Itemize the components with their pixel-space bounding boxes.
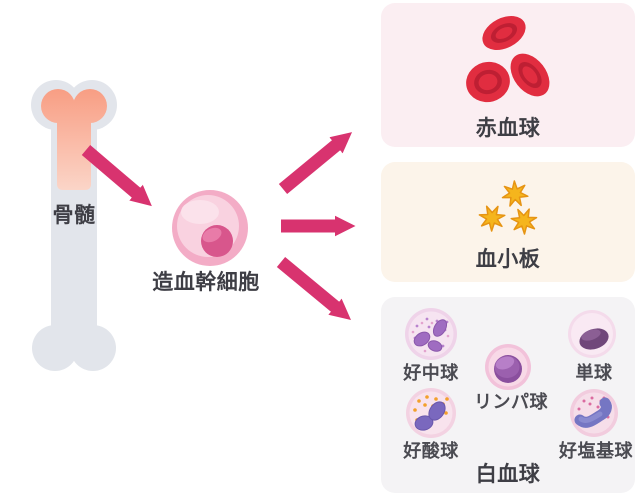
arrow-bone-to-stem-cell — [81, 145, 152, 207]
bone-marrow-icon — [41, 89, 107, 190]
monocyte-label: 単球 — [575, 363, 613, 383]
eosinophil-label: 好酸球 — [403, 441, 459, 461]
basophil-label: 好塩基球 — [559, 441, 633, 461]
bone-label: 骨髄 — [52, 204, 96, 227]
stem-cell-label: 造血幹細胞 — [152, 271, 260, 294]
stem-cell-icon — [172, 190, 248, 266]
rbc-title: 赤血球 — [475, 117, 541, 140]
neutrophil-label: 好中球 — [403, 363, 459, 383]
wbc-title: 白血球 — [475, 463, 541, 486]
arrow-to-rbc — [278, 132, 353, 195]
platelet-title: 血小板 — [475, 248, 541, 271]
arrow-to-wbc — [276, 256, 352, 320]
lymphocyte-label: リンパ球 — [474, 392, 548, 412]
